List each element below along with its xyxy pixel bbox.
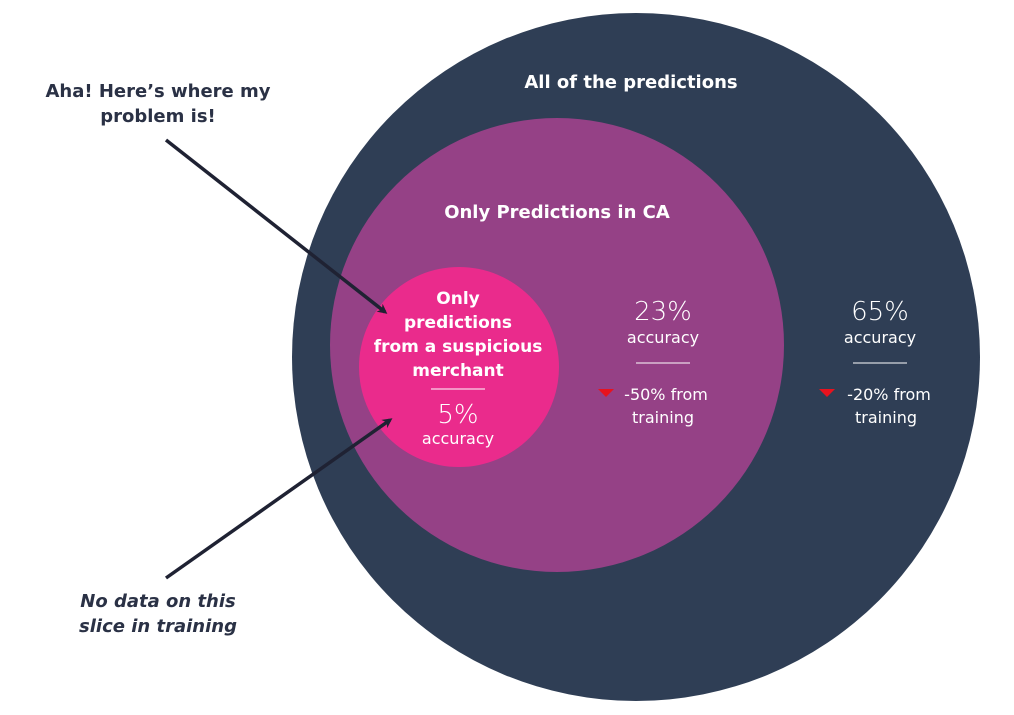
inner-title-line4: merchant — [412, 361, 504, 381]
inner-circle — [359, 267, 559, 467]
outer-title: All of the predictions — [524, 72, 737, 93]
annotation-bottom-line2: slice in training — [79, 616, 237, 637]
outer-accuracy-value: 65% — [851, 297, 909, 327]
down-triangle-icon — [598, 389, 614, 397]
annotation-top-line1: Aha! Here’s where my — [45, 81, 270, 102]
middle-accuracy-label: accuracy — [627, 328, 699, 347]
arrow-bottom — [164, 418, 393, 580]
outer-delta-line2: training — [855, 408, 917, 427]
outer-delta-line1: -20% from — [847, 385, 931, 404]
arrow-top — [164, 138, 388, 314]
outer-accuracy-label: accuracy — [844, 328, 916, 347]
inner-title-line3: from a suspicious — [374, 337, 543, 357]
inner-title-line1: Only — [436, 289, 479, 309]
middle-delta-line1: -50% from — [624, 385, 708, 404]
middle-accuracy-value: 23% — [634, 297, 692, 327]
down-triangle-icon — [819, 389, 835, 397]
inner-title-line2: predictions — [404, 313, 512, 333]
middle-title: Only Predictions in CA — [444, 202, 670, 223]
middle-delta-line2: training — [632, 408, 694, 427]
annotation-bottom-line1: No data on this — [80, 591, 236, 612]
annotation-top-line2: problem is! — [100, 106, 216, 127]
inner-accuracy-value: 5% — [437, 400, 478, 430]
inner-accuracy-label: accuracy — [422, 429, 494, 448]
